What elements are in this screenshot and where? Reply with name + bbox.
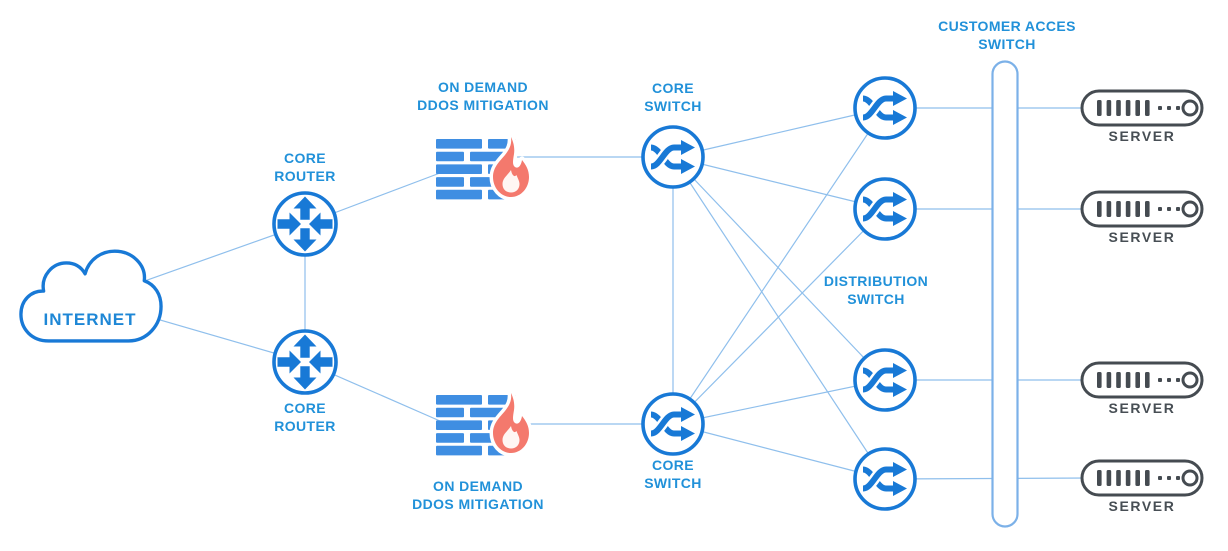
link-cs-top-dist-1 <box>672 107 886 158</box>
ddos-firewall-top-icon <box>435 134 537 206</box>
distribution-switch-3-icon <box>852 347 918 413</box>
core-router-bottom-icon <box>272 329 338 395</box>
internet-cloud-icon <box>19 249 163 343</box>
ddos-firewall-bottom-icon <box>435 390 537 462</box>
link-dist-4-server-4 <box>884 477 1091 480</box>
link-cs-bottom-dist-1 <box>672 107 886 425</box>
server-3-label: SERVER <box>1108 400 1176 416</box>
server-3-icon <box>1080 361 1204 399</box>
link-cs-top-dist-2 <box>672 156 886 210</box>
server-4-icon <box>1080 459 1204 497</box>
server-4-label: SERVER <box>1108 498 1176 514</box>
distribution-switch-2-icon <box>852 176 918 242</box>
server-2-label: SERVER <box>1108 229 1176 245</box>
link-cs-bottom-dist-4 <box>672 423 886 480</box>
core-switch-top-icon <box>640 124 706 190</box>
server-1-label: SERVER <box>1108 128 1176 144</box>
link-cs-top-dist-4 <box>672 156 886 480</box>
customer-access-switch-node <box>991 60 1019 528</box>
internet-label: INTERNET <box>43 310 137 329</box>
server-1-icon <box>1080 89 1204 127</box>
core-switch-bottom-icon <box>640 391 706 457</box>
link-cs-top-dist-3 <box>672 156 886 381</box>
distribution-switch-4-icon <box>852 446 918 512</box>
link-cs-bottom-dist-2 <box>672 208 886 425</box>
core-router-top-icon <box>272 191 338 257</box>
distribution-switch-1-icon <box>852 75 918 141</box>
server-2-icon <box>1080 190 1204 228</box>
link-cs-bottom-dist-3 <box>672 379 886 425</box>
